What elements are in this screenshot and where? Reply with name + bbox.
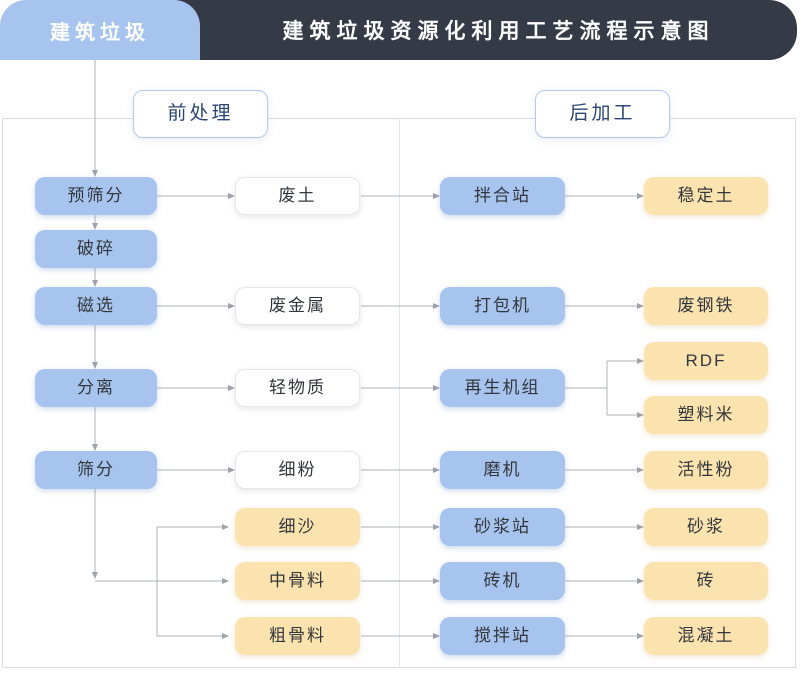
node-coarse-aggregate: 粗骨料 [235, 617, 360, 655]
node-concrete-mixing-plant: 搅拌站 [440, 617, 565, 655]
node-rdf: RDF [644, 342, 768, 380]
node-pre-screening: 预筛分 [35, 177, 157, 215]
node-plastic-pellets: 塑料米 [644, 396, 768, 434]
diagram-title: 建筑垃圾资源化利用工艺流程示意图 [282, 20, 715, 43]
node-scrap-steel: 废钢铁 [644, 287, 768, 325]
node-mixing-plant: 拌合站 [440, 177, 565, 215]
node-mill: 磨机 [440, 451, 565, 489]
node-mortar-plant: 砂浆站 [440, 508, 565, 546]
node-magnetic-separation: 磁选 [35, 287, 157, 325]
node-waste-soil: 废土 [235, 177, 360, 215]
root-node-label: 建筑垃圾 [50, 21, 150, 44]
root-node-tab: 建筑垃圾 [0, 0, 200, 60]
node-scrap-metal: 废金属 [235, 287, 360, 325]
node-screening: 筛分 [35, 451, 157, 489]
node-medium-aggregate: 中骨料 [235, 562, 360, 600]
node-concrete: 混凝土 [644, 617, 768, 655]
node-brick-machine: 砖机 [440, 562, 565, 600]
section-header-post-processing: 后加工 [535, 90, 670, 138]
node-mortar: 砂浆 [644, 508, 768, 546]
node-stabilized-soil: 稳定土 [644, 177, 768, 215]
node-light-materials: 轻物质 [235, 369, 360, 407]
node-regeneration-unit: 再生机组 [440, 369, 565, 407]
node-fine-powder: 细粉 [235, 451, 360, 489]
node-baler: 打包机 [440, 287, 565, 325]
node-crushing: 破碎 [35, 230, 157, 268]
node-fine-sand: 细沙 [235, 508, 360, 546]
node-active-powder: 活性粉 [644, 451, 768, 489]
section-divider-line [399, 118, 400, 668]
section-header-pre-processing: 前处理 [133, 90, 268, 138]
node-brick: 砖 [644, 562, 768, 600]
node-separation: 分离 [35, 369, 157, 407]
